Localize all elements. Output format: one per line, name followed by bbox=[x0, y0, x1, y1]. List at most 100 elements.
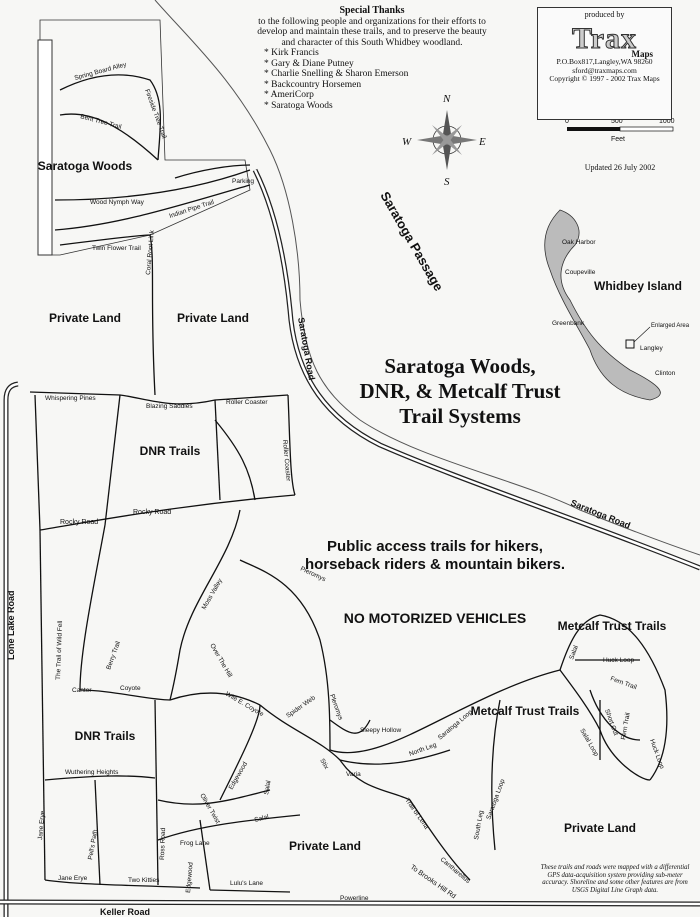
label-fern-trail-1: Fern Trail bbox=[609, 675, 638, 691]
label-roller-coaster-2: Roller Coaster bbox=[281, 440, 292, 483]
shoreline bbox=[154, 0, 700, 556]
trax-maps-logo: produced by Trax Maps P.O.Box817,Langley… bbox=[537, 7, 672, 120]
label-coral-root: Coral Root Link bbox=[145, 229, 156, 275]
label-frog-lane: Frog Lane bbox=[180, 840, 210, 847]
label-blazing-saddles: Blazing Saddles bbox=[146, 403, 193, 410]
label-salal-loop: Salal Loop bbox=[578, 728, 600, 758]
lone-lake-road-label: Lone Lake Road bbox=[6, 590, 16, 660]
thanks-list: Kirk Francis Gary & Diane Putney Charlie… bbox=[252, 48, 492, 111]
label-saratoga-loop-2: Saratoga Loop bbox=[485, 778, 506, 821]
town-greenbank: Greenbank bbox=[552, 320, 585, 327]
title-line-3: Trail Systems bbox=[399, 404, 521, 428]
inset-island-label: Whidbey Island bbox=[594, 279, 682, 293]
title-line-2: DNR, & Metcalf Trust bbox=[359, 379, 561, 403]
private-land-label-1: Private Land bbox=[49, 311, 121, 325]
label-stix: Stix bbox=[318, 758, 330, 772]
label-huck-loop-1: Huck Loop bbox=[603, 657, 634, 664]
logo-address: P.O.Box817,Langley,WA 98260 bbox=[556, 57, 653, 66]
label-jane-erye-1: Jane Erye bbox=[37, 810, 47, 840]
label-whispering-pines: Whispering Pines bbox=[45, 395, 96, 402]
label-canter: Canter bbox=[72, 687, 92, 694]
label-moss-valley: Moss Valley bbox=[201, 577, 225, 611]
label-canthar: Cantharellus bbox=[439, 856, 472, 885]
thanks-item: Saratoga Woods bbox=[264, 101, 492, 112]
keller-road-label: Keller Road bbox=[100, 907, 150, 917]
thanks-item: Charlie Snelling & Sharon Emerson bbox=[264, 69, 492, 80]
saratoga-woods-boundary bbox=[39, 19, 251, 256]
label-spring-board: Spring Board Alley bbox=[74, 61, 128, 82]
label-wuthering: Wuthering Heights bbox=[65, 769, 119, 776]
island-name: Whidbey Island bbox=[594, 279, 682, 293]
thanks-item: Backcountry Horsemen bbox=[264, 80, 492, 91]
label-trail-of-lena: Trail of Lena bbox=[403, 797, 430, 831]
label-salal-1: Salal bbox=[263, 779, 273, 795]
map-title: Saratoga Woods, DNR, & Metcalf Trust Tra… bbox=[310, 354, 610, 429]
scale-tick-0: 0 bbox=[565, 118, 569, 125]
label-salal-3: Salal bbox=[568, 644, 580, 660]
label-berry-trail: Berry Trail bbox=[105, 640, 122, 671]
compass-e: E bbox=[478, 136, 486, 148]
thanks-intro: to the following people and organization… bbox=[257, 16, 487, 48]
saratoga-passage-label: Saratoga Passage bbox=[377, 189, 446, 294]
label-south-leg: South Leg bbox=[473, 810, 485, 841]
town-clinton: Clinton bbox=[655, 370, 676, 377]
label-oliver-twist: Oliver Twist bbox=[198, 793, 221, 826]
thanks-item: Gary & Diane Putney bbox=[264, 59, 492, 70]
label-short-cut: Short Cut bbox=[603, 708, 619, 736]
town-oak-harbor: Oak Harbor bbox=[562, 239, 596, 246]
label-saratoga-loop-1: Saratoga Loop bbox=[437, 709, 474, 742]
label-jane-erye-2: Jane Erye bbox=[58, 875, 88, 882]
island-shape bbox=[544, 209, 661, 401]
label-twin-flower: Twin Flower Trail bbox=[92, 245, 141, 252]
label-varia: Varia bbox=[346, 771, 361, 778]
rocky-road-label-2: Rocky Road bbox=[133, 509, 171, 516]
logo-copyright: Copyright © 1997 - 2002 Trax Maps bbox=[549, 74, 660, 83]
produced-by: produced by bbox=[584, 10, 625, 19]
rocky-road-label-1: Rocky Road bbox=[60, 519, 98, 526]
scale-bar: 0 500 1000 Feet bbox=[565, 118, 675, 143]
dnr-trails-label-north: DNR Trails bbox=[140, 444, 201, 458]
label-spider-web: Spider Web bbox=[285, 694, 317, 719]
scale-tick-1000: 1000 bbox=[659, 118, 675, 125]
saratoga-trails bbox=[54, 74, 251, 396]
metcalf-label-east: Metcalf Trust Trails bbox=[558, 619, 667, 633]
label-coyote: Coyote bbox=[120, 685, 141, 692]
label-fireside: Fireside Tree Trail bbox=[143, 88, 168, 140]
thanks-item: AmeriCorp bbox=[264, 90, 492, 101]
town-coupeville: Coupeville bbox=[565, 269, 596, 276]
powerline-strip bbox=[37, 39, 53, 256]
compass-s: S bbox=[444, 176, 450, 188]
label-salal-2: Salal bbox=[254, 813, 270, 824]
brand-maps: Maps bbox=[631, 48, 653, 59]
updated-date: Updated 26 July 2002 bbox=[584, 163, 656, 172]
label-edgewood-1: Edgewood bbox=[185, 862, 195, 894]
special-thanks: Special Thanks to the following people a… bbox=[252, 5, 492, 111]
inset-map: Whidbey Island Oak Harbor Coupeville Gre… bbox=[544, 209, 690, 401]
private-land-label-3: Private Land bbox=[289, 839, 361, 853]
label-roller-coaster-1: Roller Coaster bbox=[226, 399, 268, 406]
no-motorized-notice: NO MOTORIZED VEHICLES bbox=[343, 610, 527, 626]
dnr-north-trails bbox=[29, 391, 296, 531]
label-wild-fell: The Trail of Wild Fell bbox=[55, 620, 64, 680]
dnr-south-trails bbox=[39, 524, 301, 893]
label-two-kitties: Two Kitties bbox=[128, 877, 160, 884]
label-ross-road: Ross Road bbox=[159, 827, 167, 860]
saratoga-woods-label: Saratoga Woods bbox=[38, 159, 133, 173]
scale-unit: Feet bbox=[611, 136, 625, 143]
metcalf-label-central: Metcalf Trust Trails bbox=[471, 704, 580, 718]
label-lulus-lane: Lulu's Lane bbox=[230, 880, 263, 887]
label-sleepy-hollow: Sleepy Hollow bbox=[360, 727, 401, 734]
logo-email: sford@traxmaps.com bbox=[572, 65, 637, 75]
brand-name: Trax bbox=[571, 21, 638, 55]
thanks-item: Kirk Francis bbox=[264, 48, 492, 59]
label-powerline: Powerline bbox=[340, 895, 369, 902]
private-land-label-2: Private Land bbox=[177, 311, 249, 325]
enlarged-area-box bbox=[625, 339, 635, 349]
gps-accuracy-note: These trails and roads were mapped with … bbox=[540, 864, 690, 894]
town-langley: Langley bbox=[640, 345, 664, 352]
central-trails bbox=[169, 509, 668, 881]
enlarged-area-label: Enlarged Area bbox=[651, 323, 690, 329]
label-over-the-hill: Over The Hill bbox=[208, 643, 233, 680]
